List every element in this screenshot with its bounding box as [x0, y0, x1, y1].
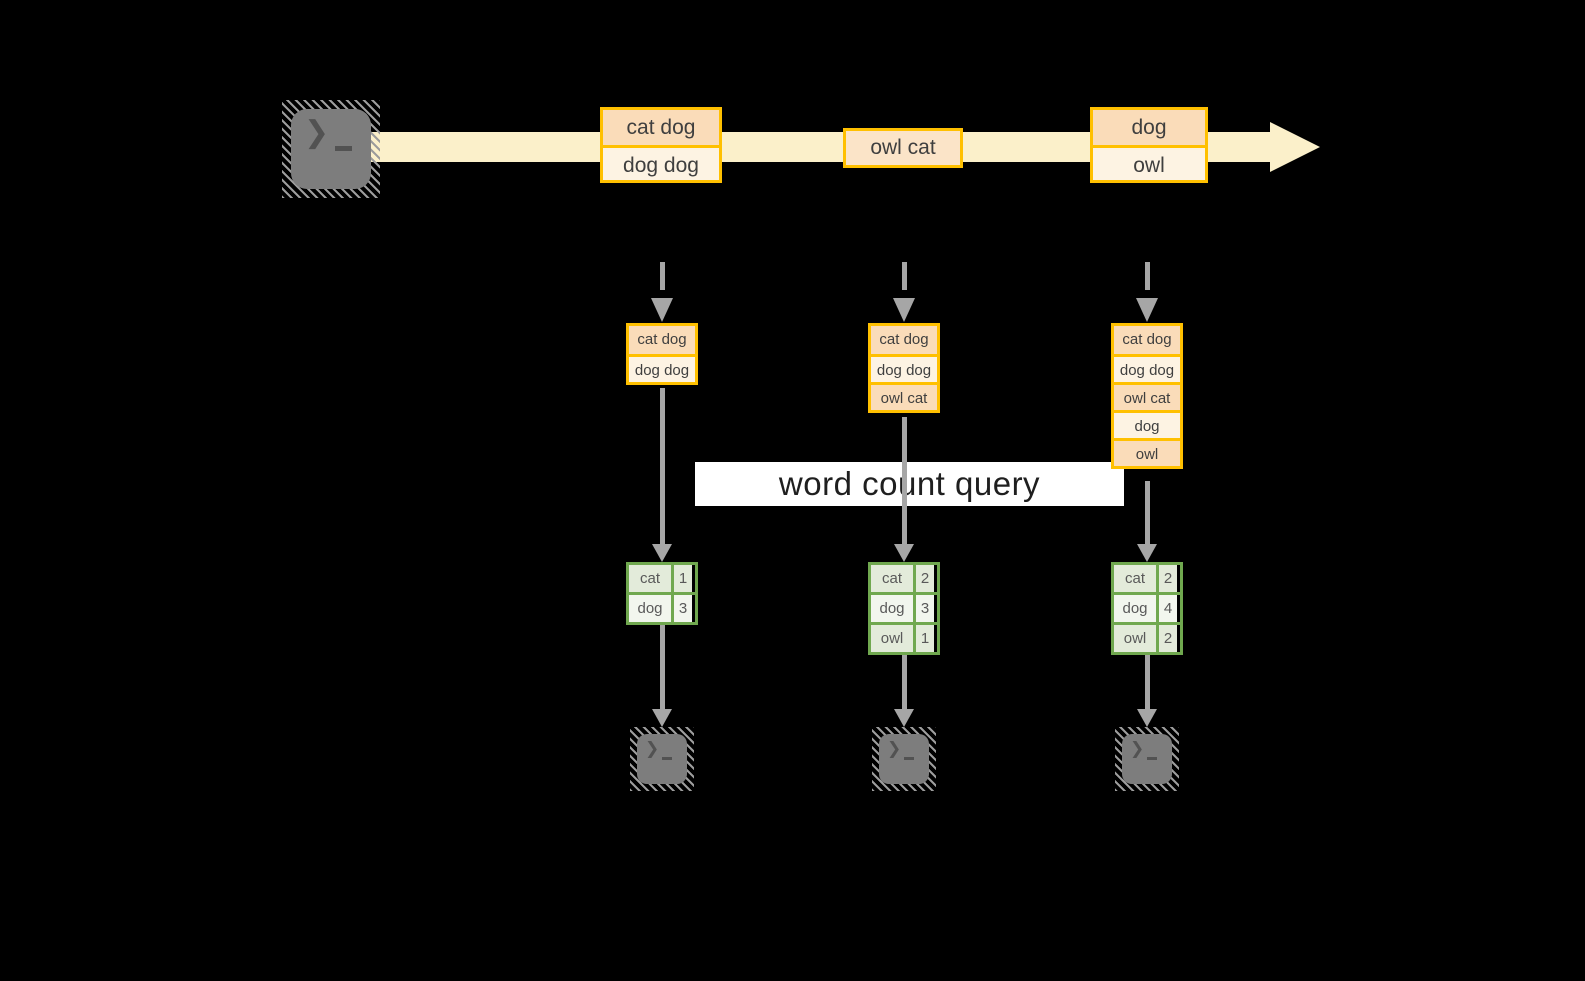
word-cell: dog: [629, 595, 671, 622]
dashed-arrow-icon: [1145, 262, 1150, 290]
result-arrowhead-icon: [894, 709, 914, 727]
sink-terminal-icon: ❯: [630, 727, 694, 791]
terminal-screen: ❯: [879, 734, 929, 784]
word-cell: cat: [629, 565, 671, 592]
prompt-underscore-icon: [335, 146, 352, 151]
count-cell: 2: [1156, 565, 1177, 592]
word-cell: cat: [1114, 565, 1156, 592]
batch-row: dog dog: [603, 145, 719, 180]
buffer-row: owl cat: [871, 382, 937, 410]
dashed-arrowhead-icon: [893, 298, 915, 322]
table-row: cat 2: [1114, 565, 1180, 592]
stream-batch-1: cat dog dog dog: [600, 107, 722, 183]
batch-row: cat dog: [603, 110, 719, 145]
buffer-row: cat dog: [1114, 326, 1180, 354]
prompt-chevron-icon: ❯: [1130, 739, 1145, 758]
word-cell: cat: [871, 565, 913, 592]
query-arrowhead-icon: [894, 544, 914, 562]
buffer-row: dog dog: [871, 354, 937, 382]
word-cell: dog: [1114, 595, 1156, 622]
result-arrow: [902, 655, 907, 711]
result-arrow: [1145, 655, 1150, 711]
count-cell: 4: [1156, 595, 1177, 622]
table-row: cat 1: [629, 565, 695, 592]
buffer-row: owl: [1114, 438, 1180, 466]
stream-batch-2: owl cat: [843, 128, 963, 168]
buffer-row: cat dog: [871, 326, 937, 354]
table-row: owl 1: [871, 622, 937, 652]
table-row: dog 3: [871, 592, 937, 622]
prompt-chevron-icon: ❯: [304, 116, 330, 149]
query-arrowhead-icon: [1137, 544, 1157, 562]
terminal-screen: ❯: [1122, 734, 1172, 784]
count-cell: 1: [671, 565, 692, 592]
result-arrow: [660, 625, 665, 711]
dashed-arrow-icon: [660, 262, 665, 290]
query-banner-label: word count query: [778, 465, 1041, 502]
table-row: dog 3: [629, 592, 695, 622]
stream-batch-3: dog owl: [1090, 107, 1208, 183]
count-cell: 2: [913, 565, 934, 592]
batch-row: owl cat: [846, 131, 960, 165]
table-row: owl 2: [1114, 622, 1180, 652]
count-cell: 3: [913, 595, 934, 622]
count-table-2: cat 2 dog 3 owl 1: [868, 562, 940, 655]
query-arrowhead-icon: [652, 544, 672, 562]
source-terminal-icon: ❯: [282, 100, 380, 198]
query-banner: word count query: [695, 462, 1124, 506]
table-row: dog 4: [1114, 592, 1180, 622]
dashed-arrowhead-icon: [1136, 298, 1158, 322]
dashed-arrow-icon: [902, 262, 907, 290]
count-cell: 2: [1156, 625, 1177, 652]
word-cell: owl: [871, 625, 913, 652]
result-arrowhead-icon: [1137, 709, 1157, 727]
stream-arrowhead-icon: [1270, 122, 1320, 172]
batch-row: owl: [1093, 145, 1205, 180]
count-cell: 3: [671, 595, 692, 622]
buffer-row: dog dog: [629, 354, 695, 382]
prompt-underscore-icon: [904, 757, 914, 760]
word-cell: owl: [1114, 625, 1156, 652]
count-cell: 1: [913, 625, 934, 652]
query-arrow: [660, 388, 665, 546]
dashed-arrowhead-icon: [651, 298, 673, 322]
buffer-row: dog dog: [1114, 354, 1180, 382]
count-table-1: cat 1 dog 3: [626, 562, 698, 625]
terminal-screen: ❯: [637, 734, 687, 784]
prompt-chevron-icon: ❯: [645, 739, 660, 758]
table-row: cat 2: [871, 565, 937, 592]
query-arrow: [902, 417, 907, 546]
prompt-underscore-icon: [662, 757, 672, 760]
count-table-3: cat 2 dog 4 owl 2: [1111, 562, 1183, 655]
prompt-chevron-icon: ❯: [887, 739, 902, 758]
sink-terminal-icon: ❯: [1115, 727, 1179, 791]
batch-row: dog: [1093, 110, 1205, 145]
buffer-row: cat dog: [629, 326, 695, 354]
word-cell: dog: [871, 595, 913, 622]
buffer-row: dog: [1114, 410, 1180, 438]
terminal-screen: ❯: [291, 109, 371, 189]
buffer-row: owl cat: [1114, 382, 1180, 410]
result-arrowhead-icon: [652, 709, 672, 727]
prompt-underscore-icon: [1147, 757, 1157, 760]
buffer-stack-3: cat dog dog dog owl cat dog owl: [1111, 323, 1183, 469]
buffer-stack-2: cat dog dog dog owl cat: [868, 323, 940, 413]
sink-terminal-icon: ❯: [872, 727, 936, 791]
buffer-stack-1: cat dog dog dog: [626, 323, 698, 385]
query-arrow: [1145, 481, 1150, 546]
